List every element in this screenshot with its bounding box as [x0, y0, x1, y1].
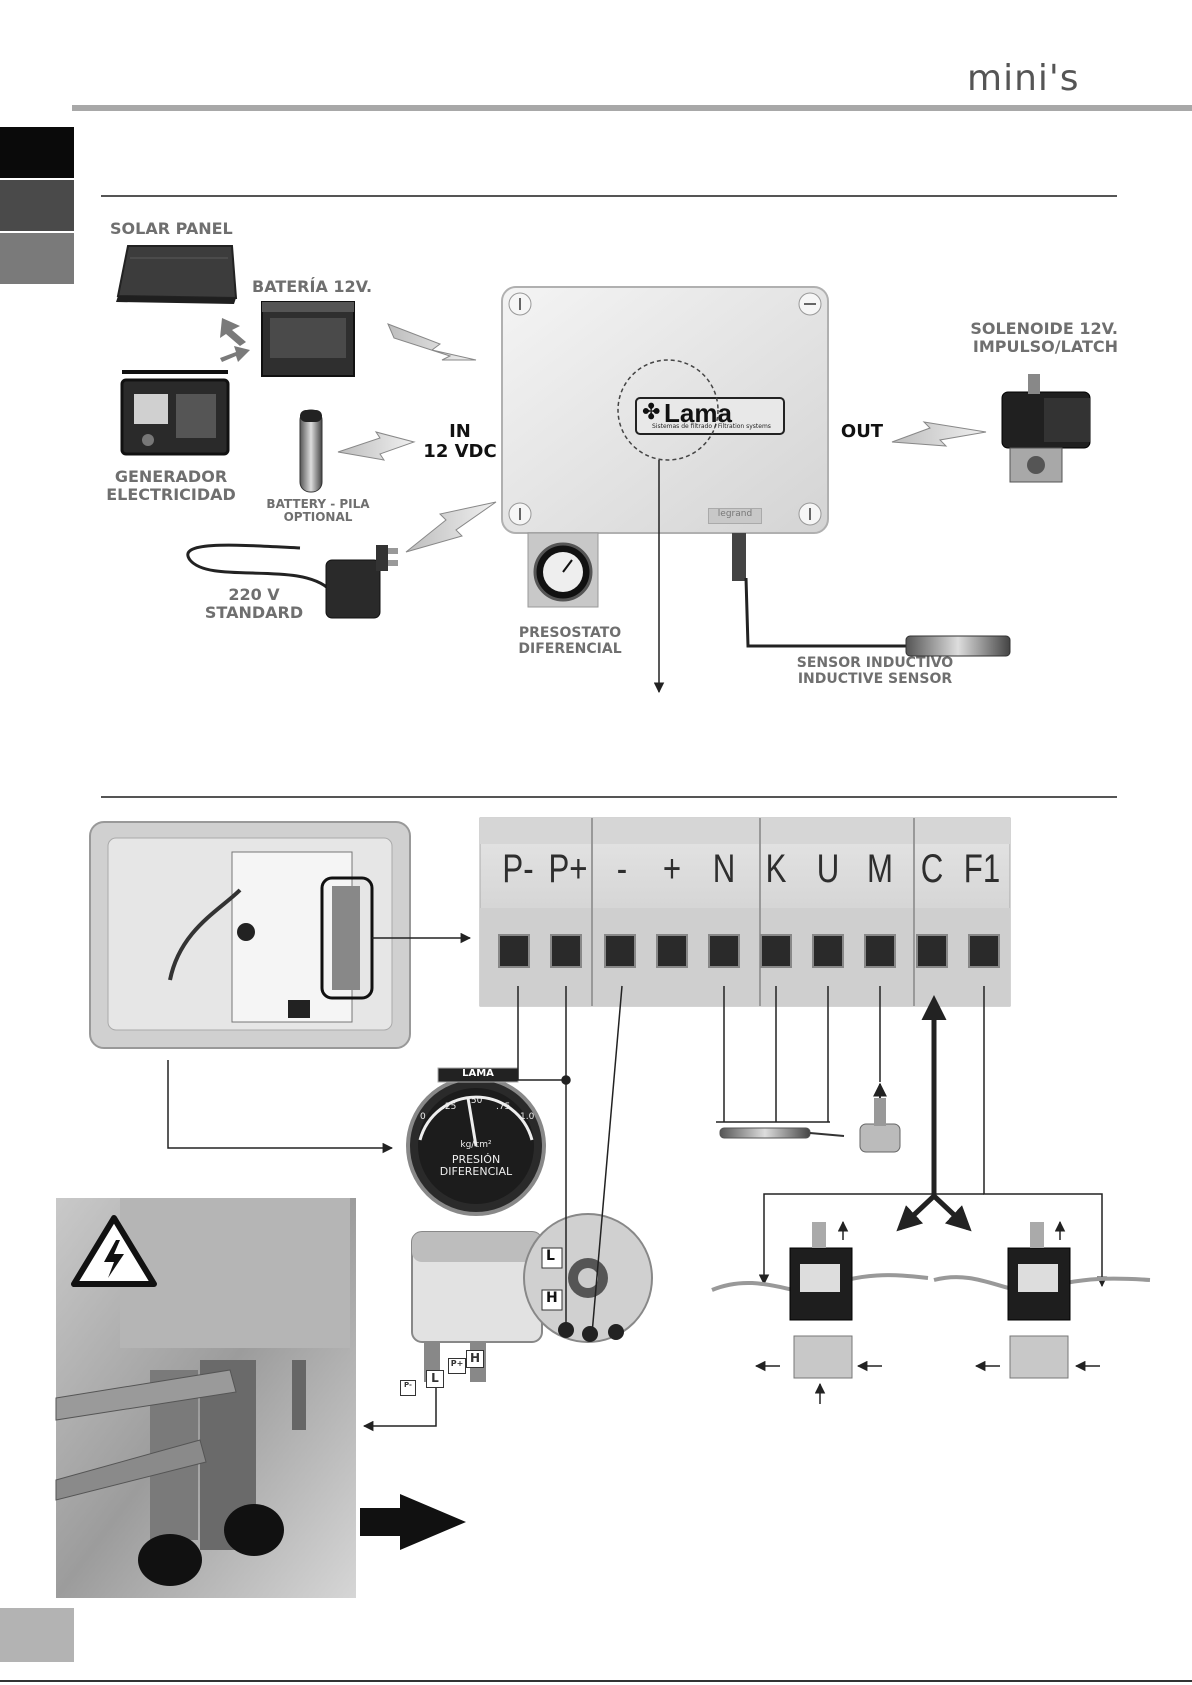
label-solenoide-line1: SOLENOIDE 12V.	[970, 319, 1118, 338]
controller-logo-icon: ✤	[642, 400, 661, 425]
label-battery-pila: BATTERY - PILA OPTIONAL	[258, 497, 378, 525]
optional-battery-image	[299, 409, 323, 493]
label-solenoide-line2: IMPULSO/LATCH	[972, 336, 1118, 356]
gauge-title-line2: DIFERENCIAL	[439, 1165, 513, 1179]
section-rule-1	[101, 195, 1117, 197]
terminal-p-plus[interactable]: P+	[548, 847, 588, 891]
bolt-controller-to-solenoid	[891, 421, 987, 447]
switch-label-h-dial: H	[546, 1290, 558, 1306]
footer-rule	[0, 1680, 1192, 1682]
pressure-gauge-image	[406, 1067, 546, 1216]
gauge-brand: LAMA	[462, 1068, 494, 1079]
gauge-tick-25: .25	[442, 1102, 457, 1112]
port-label-p-minus: P-	[400, 1380, 416, 1396]
wrench-photo	[55, 1198, 356, 1598]
gauge-scale: 0 .25 .50 .75 1.0	[420, 1096, 536, 1128]
arrow-generator-to-battery	[220, 346, 250, 362]
terminal-m[interactable]: M	[866, 847, 893, 891]
section-tab-3[interactable]	[0, 233, 74, 284]
terminal-u[interactable]: U	[816, 847, 840, 891]
label-presostato-line1: PRESOSTATO	[518, 625, 622, 641]
big-next-arrow	[360, 1494, 466, 1550]
label-220v: 220 V STANDARD	[196, 586, 312, 622]
port-label-l: L	[426, 1370, 444, 1388]
label-sensor-line1: SENSOR INDUCTIVO	[796, 655, 954, 671]
label-220v-line2: STANDARD	[204, 602, 304, 622]
brand-logo: mini's	[967, 58, 1080, 99]
section-tab-2[interactable]	[0, 180, 74, 231]
label-presostato-line2: DIFERENCIAL	[518, 640, 622, 657]
port-label-h: H	[466, 1350, 484, 1368]
c-split-right-arrow	[932, 1194, 972, 1232]
battery-image	[261, 301, 355, 377]
gauge-tick-75: .75	[496, 1102, 511, 1112]
label-sensor-line2: INDUCTIVE SENSOR	[797, 670, 953, 687]
presostato-image	[527, 532, 599, 608]
gauge-title-line1: PRESIÓN	[451, 1153, 501, 1166]
solenoid-image	[1001, 374, 1091, 483]
label-in-12vdc: IN 12 VDC	[420, 421, 500, 463]
port-label-p-plus: P+	[448, 1358, 466, 1374]
terminal-plus[interactable]: +	[662, 847, 682, 891]
gauge-tick-50: .50	[468, 1096, 483, 1106]
generator-image	[120, 370, 230, 456]
terminal-k[interactable]: K	[765, 847, 787, 891]
solar-panel-image	[116, 245, 238, 304]
electric-warning-icon	[71, 1215, 157, 1287]
label-220v-line1: 220 V	[228, 585, 280, 604]
pressure-switch-image	[411, 1213, 653, 1382]
solenoid-valve-left	[711, 1220, 929, 1404]
flow-meter-image	[859, 1082, 901, 1153]
power-adapter-image	[186, 543, 398, 619]
open-box-photo	[89, 821, 411, 1049]
gauge-tick-0: 0	[420, 1112, 426, 1122]
label-solar-panel: SOLAR PANEL	[110, 219, 233, 238]
terminal-p-minus[interactable]: P-	[502, 847, 534, 891]
label-generador-line1: GENERADOR	[114, 467, 228, 486]
bolt-pila-to-controller	[337, 431, 416, 461]
solenoid-valve-right	[933, 1220, 1151, 1379]
label-bateria: BATERÍA 12V.	[252, 277, 373, 296]
terminal-minus[interactable]: -	[616, 847, 628, 891]
header-rule	[72, 105, 1192, 111]
section-tab-1[interactable]	[0, 127, 74, 178]
terminal-n[interactable]: N	[712, 847, 736, 891]
page-number-tab	[0, 1608, 74, 1662]
small-sensor-image	[719, 1127, 845, 1139]
controller-box	[501, 286, 829, 534]
bolt-adapter-to-controller	[405, 501, 497, 553]
label-generador: GENERADOR ELECTRICIDAD	[96, 468, 246, 504]
label-battery-pila-line2: OPTIONAL	[283, 510, 353, 525]
terminal-f1[interactable]: F1	[963, 847, 1001, 891]
label-sensor-inductivo: SENSOR INDUCTIVO INDUCTIVE SENSOR	[770, 655, 980, 687]
label-out: OUT	[840, 421, 884, 442]
label-in-line2: 12 VDC	[423, 441, 497, 463]
bolt-battery-to-controller	[387, 323, 477, 361]
label-generador-line2: ELECTRICIDAD	[106, 484, 236, 504]
photo-to-gauge-arrow	[167, 1060, 394, 1154]
terminal-labels: P- P+ - + N K U M C F1	[480, 832, 1010, 912]
c-split-left-arrow	[896, 1194, 936, 1232]
terminal-c[interactable]: C	[920, 847, 944, 891]
gauge-tick-100: 1.0	[520, 1112, 535, 1122]
terminal-screws	[480, 934, 1010, 974]
label-in-line1: IN	[449, 421, 471, 442]
terminal-wiring	[362, 985, 1108, 1432]
arrow-panel-to-battery	[220, 318, 246, 346]
label-battery-pila-line1: BATTERY - PILA	[266, 497, 370, 511]
label-solenoide: SOLENOIDE 12V. IMPULSO/LATCH	[938, 320, 1118, 356]
controller-tagline: Sistemas de filtrado / Filtration system…	[652, 423, 771, 430]
section-rule-2	[101, 796, 1117, 798]
controller-logo: Lama	[664, 398, 732, 428]
label-presostato: PRESOSTATO DIFERENCIAL	[500, 625, 640, 657]
switch-label-l-dial: L	[546, 1248, 555, 1264]
gauge-unit: kg/cm²	[460, 1140, 492, 1150]
controller-plate: legrand	[708, 508, 762, 524]
inductive-sensor-image	[732, 533, 1011, 657]
gauge-title: PRESIÓN DIFERENCIAL	[430, 1153, 522, 1179]
